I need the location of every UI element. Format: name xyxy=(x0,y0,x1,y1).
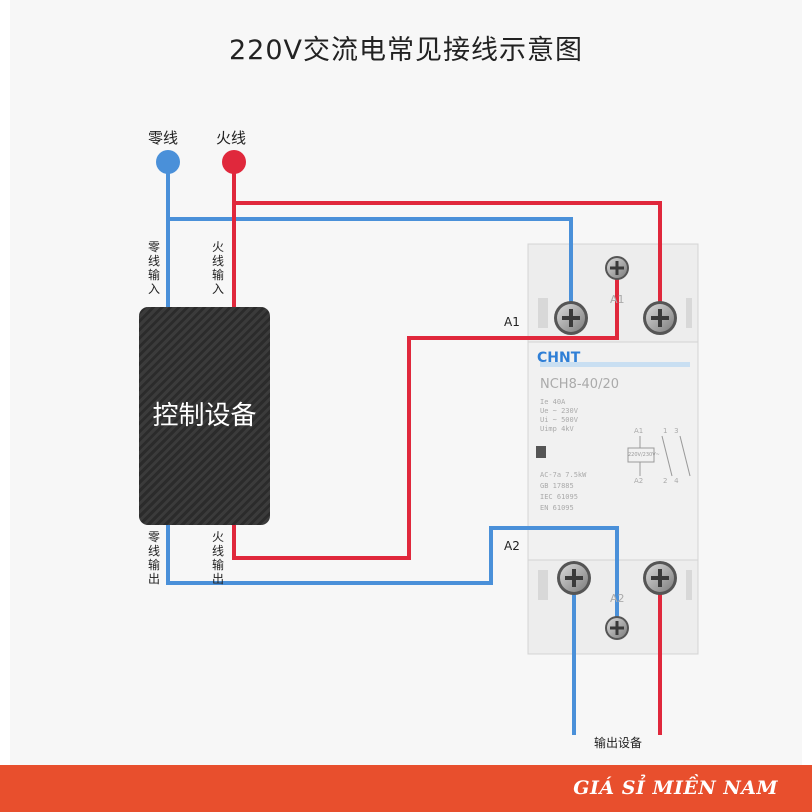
model-text: NCH8-40/20 xyxy=(540,377,620,392)
neutral-branch-wire xyxy=(168,217,573,312)
bottom-right-screw xyxy=(643,561,677,595)
bottom-left-screw xyxy=(557,561,591,595)
spec-line: Uimp 4kV xyxy=(540,425,574,433)
brand-logo: CHNT xyxy=(537,350,581,366)
control-device-box: 控制设备 xyxy=(139,307,270,525)
neutral-out-caption: 零线输出 xyxy=(148,530,161,586)
a2-coil-screw xyxy=(605,616,629,640)
a2-label: A2 xyxy=(504,539,520,553)
live-label: 火线 xyxy=(216,129,247,147)
schematic-a2: A2 xyxy=(634,477,644,485)
wiring-diagram xyxy=(156,150,699,735)
footer-text: GIÁ SỈ MIỀN NAM xyxy=(573,777,778,799)
top-right-screw xyxy=(643,301,677,335)
rating-line: AC-7a 7.5kW xyxy=(540,471,587,479)
rating-line: IEC 61095 xyxy=(540,493,578,501)
neutral-in-caption: 零线输入 xyxy=(148,240,161,296)
coil-text: 220V/230V~ xyxy=(628,452,660,458)
live-in-caption: 火线输入 xyxy=(212,240,225,296)
a1-label: A1 xyxy=(504,315,520,329)
rating-list: AC-7a 7.5kW GB 17885 IEC 61095 EN 61095 xyxy=(540,470,586,514)
schematic-a1: A1 xyxy=(634,427,644,435)
terminal-a1-print: A1 xyxy=(610,293,625,306)
rating-line: GB 17885 xyxy=(540,482,574,490)
live-output-wire xyxy=(232,268,619,560)
live-out-caption: 火线输出 xyxy=(212,530,225,586)
schematic-top-numbers: 1 3 xyxy=(663,427,679,435)
spec-list: Ie 40A Ue ~ 230V Ui ~ 500V Uimp 4kV xyxy=(540,398,578,434)
footer-banner: GIÁ SỈ MIỀN NAM xyxy=(0,765,812,812)
live-branch-wire xyxy=(234,201,662,312)
spec-line: Ie 40A xyxy=(540,398,566,406)
contactor-schematic xyxy=(627,435,691,477)
page-title: 220V交流电常见接线示意图 xyxy=(228,35,583,66)
output-device-label: 输出设备 xyxy=(594,736,643,750)
spec-line: Ui ~ 500V xyxy=(540,416,578,424)
rating-line: EN 61095 xyxy=(540,504,574,512)
schematic-bottom-numbers: 2 4 xyxy=(663,477,679,485)
a1-coil-screw xyxy=(605,256,629,280)
neutral-terminal-dot xyxy=(156,150,180,174)
top-left-screw xyxy=(554,301,588,335)
spec-line: Ue ~ 230V xyxy=(540,407,578,415)
terminal-a2-print: A2 xyxy=(610,592,625,605)
control-device-label: 控制设备 xyxy=(152,401,257,431)
live-terminal-dot xyxy=(222,150,246,174)
neutral-label: 零线 xyxy=(148,129,179,147)
neutral-output-wire xyxy=(166,525,619,628)
